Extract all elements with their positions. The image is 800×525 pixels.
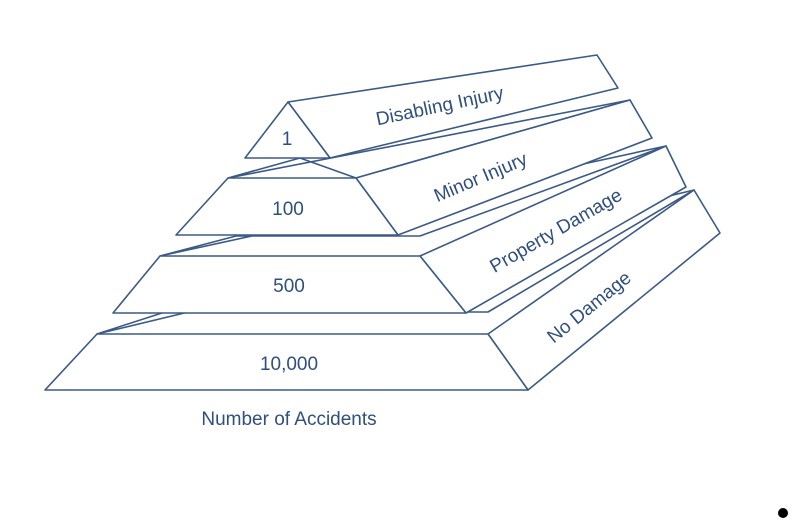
- tier-disabling-injury-front: [244, 101, 331, 159]
- tier-minor-injury-count: 100: [272, 199, 304, 220]
- tier-no-damage-count: 10,000: [260, 354, 318, 375]
- tier-no-damage-front: [44, 333, 529, 391]
- tier-property-damage-count: 500: [273, 276, 305, 297]
- bullet-dot: [778, 508, 788, 518]
- tier-property-damage-front: [112, 255, 467, 314]
- pyramid-caption: Number of Accidents: [201, 409, 376, 430]
- tier-minor-injury-front: [175, 177, 399, 236]
- tier-disabling-injury-count: 1: [282, 129, 293, 150]
